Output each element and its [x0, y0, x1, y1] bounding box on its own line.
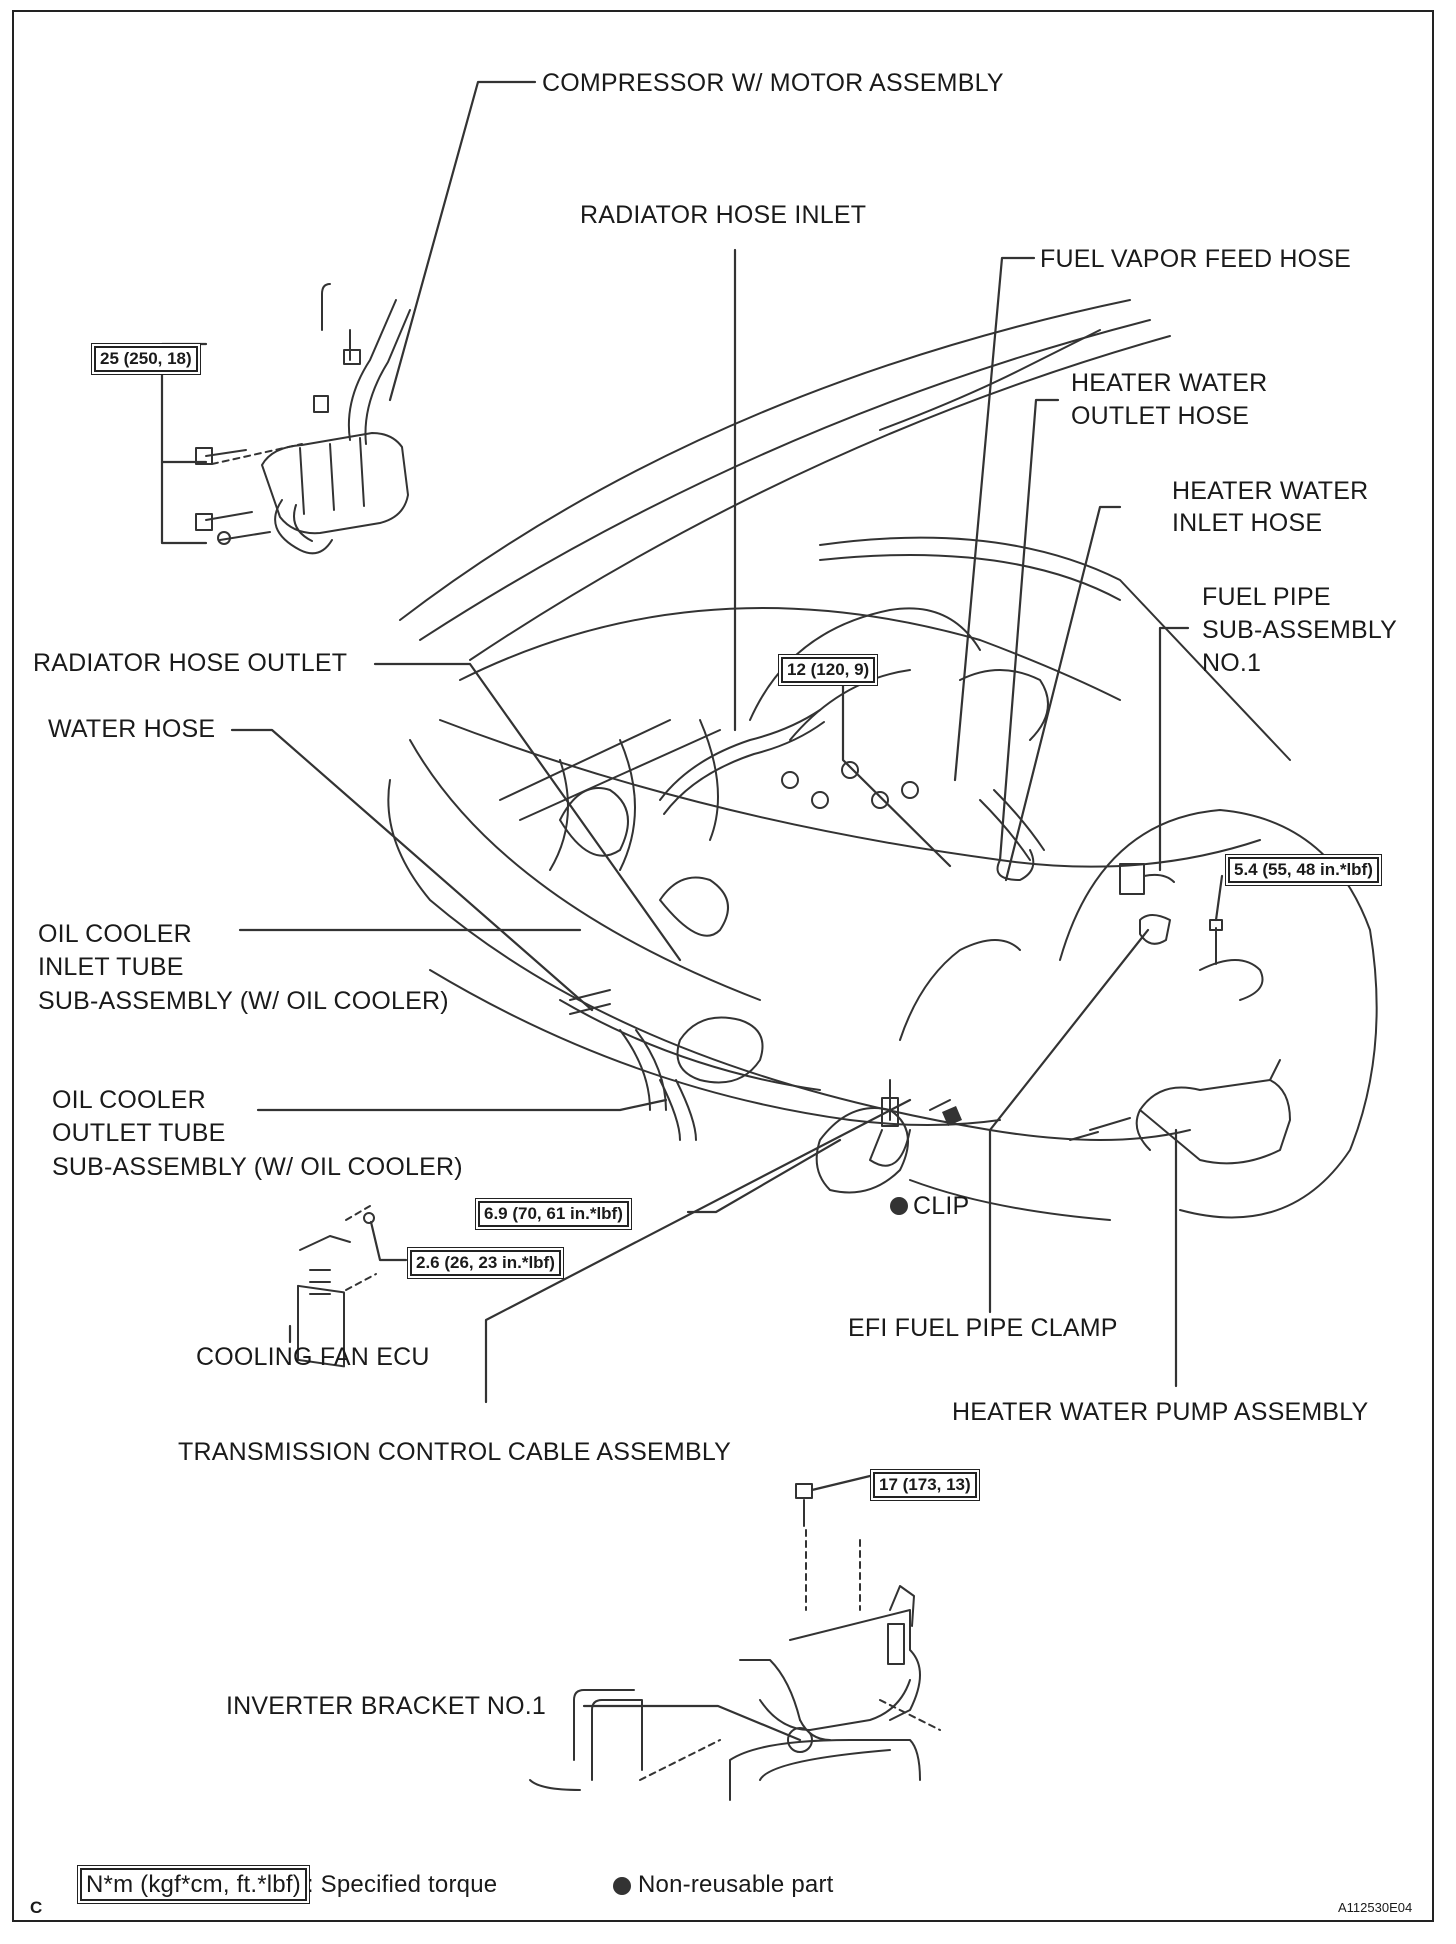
label-oil-cooler-outlet-2: OUTLET TUBE [52, 1119, 226, 1147]
legend-nonreusable-dot [613, 1877, 631, 1895]
label-heater-water-pump: HEATER WATER PUMP ASSEMBLY [952, 1398, 1369, 1426]
torque-cable-bolt: 6.9 (70, 61 in.*lbf) [478, 1201, 629, 1227]
label-oil-cooler-outlet-1: OIL COOLER [52, 1086, 206, 1114]
leader-lines [160, 80, 1224, 1742]
label-heater-water-outlet-hose-1: HEATER WATER [1071, 369, 1268, 397]
label-radiator-hose-outlet: RADIATOR HOSE OUTLET [33, 649, 348, 677]
label-inverter-bracket: INVERTER BRACKET NO.1 [226, 1692, 547, 1720]
inverter-bracket-illustration [529, 1483, 941, 1801]
label-efi-fuel-pipe-clamp: EFI FUEL PIPE CLAMP [848, 1314, 1118, 1342]
label-transmission-cable: TRANSMISSION CONTROL CABLE ASSEMBLY [178, 1438, 731, 1466]
figure-code: A112530E04 [1338, 1900, 1413, 1915]
label-heater-water-inlet-hose-2: INLET HOSE [1172, 509, 1323, 537]
torque-compressor-bolts: 25 (250, 18) [94, 346, 198, 372]
legend: N*m (kgf*cm, ft.*lbf): Specified torque [80, 1868, 498, 1901]
label-fuel-pipe-1: FUEL PIPE [1202, 583, 1331, 611]
label-oil-cooler-inlet-2: INLET TUBE [38, 953, 184, 981]
diagram-frame [12, 10, 1434, 1922]
label-fuel-vapor-feed-hose: FUEL VAPOR FEED HOSE [1040, 245, 1352, 273]
label-fuel-pipe-3: NO.1 [1202, 649, 1262, 677]
torque-engine-bolt: 12 (120, 9) [781, 657, 876, 683]
legend-torque-text: : Specified torque [306, 1871, 498, 1898]
vehicle-body [297, 299, 1378, 1368]
label-heater-water-outlet-hose-2: OUTLET HOSE [1071, 402, 1250, 430]
label-compressor: COMPRESSOR W/ MOTOR ASSEMBLY [542, 69, 1004, 97]
footer-corner-letter: C [30, 1898, 43, 1917]
legend-torque-box: N*m (kgf*cm, ft.*lbf) [80, 1868, 307, 1901]
torque-bracket-bolt: 17 (173, 13) [873, 1472, 977, 1498]
label-clip: CLIP [913, 1192, 970, 1220]
label-fuel-pipe-2: SUB-ASSEMBLY [1202, 616, 1398, 644]
label-radiator-hose-inlet: RADIATOR HOSE INLET [580, 201, 867, 229]
torque-fuel-pipe-bolt: 5.4 (55, 48 in.*lbf) [1228, 857, 1379, 883]
label-water-hose: WATER HOSE [48, 715, 216, 743]
legend-nonreusable-text: Non-reusable part [638, 1871, 834, 1898]
compressor-illustration [195, 283, 411, 555]
clip-nonreusable-dot [890, 1197, 908, 1215]
torque-ecu-bolt: 2.6 (26, 23 in.*lbf) [410, 1250, 561, 1276]
label-oil-cooler-inlet-3: SUB-ASSEMBLY (W/ OIL COOLER) [38, 987, 449, 1015]
label-oil-cooler-inlet-1: OIL COOLER [38, 920, 192, 948]
label-oil-cooler-outlet-3: SUB-ASSEMBLY (W/ OIL COOLER) [52, 1153, 463, 1181]
label-cooling-fan-ecu: COOLING FAN ECU [196, 1343, 430, 1371]
label-heater-water-inlet-hose-1: HEATER WATER [1172, 477, 1369, 505]
